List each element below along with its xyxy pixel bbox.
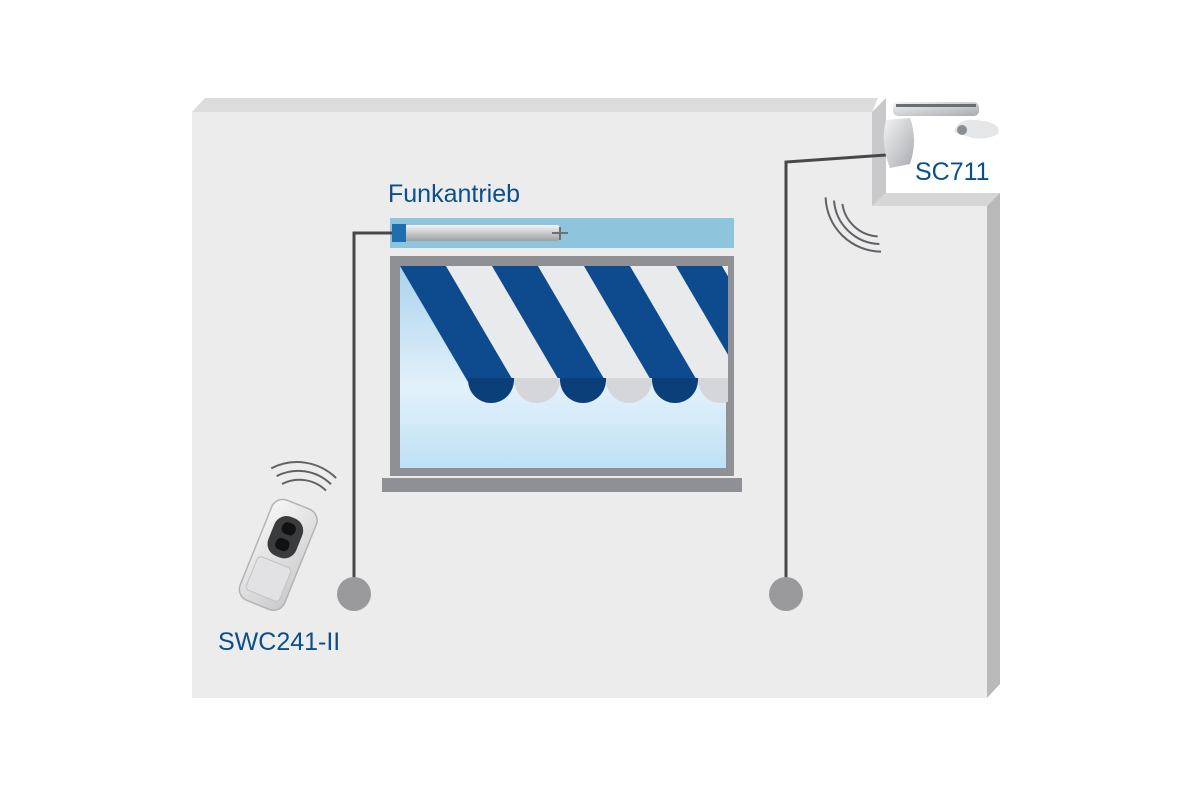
motor-label: Funkantrieb <box>388 180 521 208</box>
radio-wave-arc <box>833 200 880 245</box>
window-sill <box>382 478 742 492</box>
awning-valance-scallop <box>606 378 652 403</box>
wall-top-edge <box>192 98 878 112</box>
awning-stripe <box>676 266 728 355</box>
tubular-motor-icon <box>392 224 568 242</box>
sensor-arm-stripe <box>896 104 976 107</box>
awning-valance-scallop <box>468 378 514 403</box>
awning-stripe <box>630 266 728 382</box>
remote-button <box>275 537 290 552</box>
wind-sun-sensor-icon <box>883 102 999 168</box>
awning-stripe <box>538 266 652 382</box>
awning-stripe <box>446 266 560 382</box>
awning-valance-scallop <box>698 378 728 403</box>
sensor-radio-waves <box>824 197 882 253</box>
remote-control-icon <box>238 498 318 612</box>
awning-stripe <box>722 266 728 277</box>
awning-valance-scallop <box>560 378 606 403</box>
awning-valance-scallop <box>652 378 698 403</box>
sensor-bracket <box>883 118 914 168</box>
sensor-label: SC711 <box>915 158 990 186</box>
sensor-cup <box>957 125 967 135</box>
remote-label: SWC241-II <box>218 628 341 656</box>
awning-valance-scallop <box>514 378 560 403</box>
remote-label-area <box>245 556 292 602</box>
radio-wave-arc <box>824 197 882 253</box>
motor-power-connector <box>337 577 371 611</box>
wall-step-top <box>872 193 1000 206</box>
sensor-power-cable <box>784 153 887 580</box>
awning-stripe <box>492 266 606 382</box>
sensor-power-connector <box>769 577 803 611</box>
motor-tube <box>392 225 560 241</box>
remote-radio-waves <box>270 461 337 492</box>
remote-button <box>281 522 296 536</box>
radio-wave-arc <box>270 461 337 479</box>
window <box>382 218 742 492</box>
awning-stripe <box>584 266 698 382</box>
radio-wave-arc <box>281 478 327 492</box>
motor-power-cable <box>352 231 392 582</box>
awning-stripe <box>400 266 514 382</box>
awning <box>400 266 728 403</box>
motor-head <box>392 224 406 242</box>
radio-wave-arc <box>841 203 878 238</box>
radio-wave-arc <box>276 469 332 486</box>
wall-notch-side <box>872 98 886 206</box>
wall-side-face <box>987 193 1000 698</box>
